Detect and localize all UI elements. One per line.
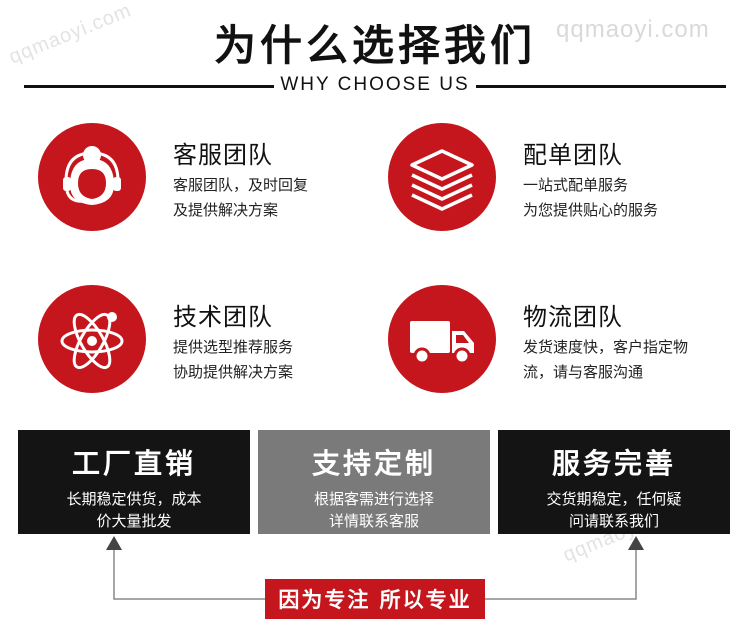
panel-full-service: 服务完善 交货期稳定，任何疑 问请联系我们 [498,430,730,534]
delivery-truck-icon [388,285,496,393]
feature-description: 发货速度快，客户指定物 流，请与客服沟通 [523,338,689,381]
feature-title: 物流团队 [523,303,623,331]
atom-icon [38,285,146,393]
panel-description: 根据客需进行选择 详情联系客服 [313,490,434,530]
feature-description: 一站式配单服务 为您提供贴心的服务 [523,176,659,219]
feature-logistics-team: 物流团队 发货速度快，客户指定物 流，请与客服沟通 [388,285,728,395]
page-title: 为什么选择我们 [213,21,536,70]
feature-description: 提供选型推荐服务 协助提供解决方案 [173,338,294,381]
divider-right [476,85,726,88]
subtitle-row: WHY CHOOSE US [0,74,750,100]
feature-description: 客服团队，及时回复 及提供解决方案 [173,176,309,219]
panel-description: 交货期稳定，任何疑 问请联系我们 [546,490,682,530]
feature-title: 技术团队 [173,303,273,331]
feature-title: 配单团队 [523,141,623,169]
feature-order-team: 配单团队 一站式配单服务 为您提供贴心的服务 [388,123,728,233]
panel-title: 工厂直销 [71,447,196,480]
subtitle: WHY CHOOSE US [280,74,470,95]
feature-customer-service: 客服团队 客服团队，及时回复 及提供解决方案 [38,123,378,233]
feature-title: 客服团队 [173,141,273,169]
panel-title: 支持定制 [311,447,436,480]
feature-tech-team: 技术团队 提供选型推荐服务 协助提供解决方案 [38,285,378,395]
customer-service-agent-icon [38,123,146,231]
stacked-layers-icon [388,123,496,231]
divider-left [24,85,274,88]
panel-title: 服务完善 [551,447,676,480]
panel-customization: 支持定制 根据客需进行选择 详情联系客服 [258,430,490,534]
panel-factory-direct: 工厂直销 长期稳定供货，成本 价大量批发 [18,430,250,534]
slogan-banner: 因为专注 所以专业 [265,579,485,619]
panel-description: 长期稳定供货，成本 价大量批发 [66,490,202,530]
watermark-top-right: qqmaoyi.com [556,16,710,43]
